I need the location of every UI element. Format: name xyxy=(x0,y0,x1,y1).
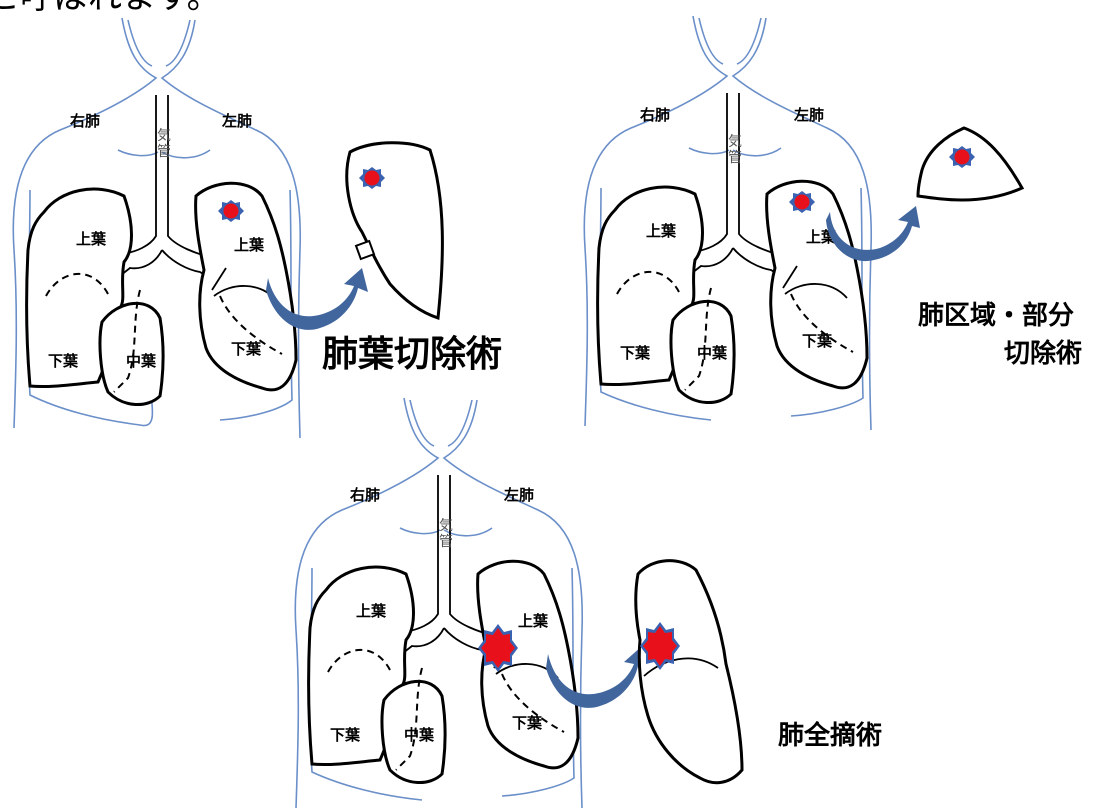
procedure-title: 肺葉切除術 xyxy=(322,334,502,375)
svg-text:右肺: 右肺 xyxy=(350,486,380,504)
svg-text:下葉: 下葉 xyxy=(802,332,833,350)
diagram-pneumonectomy: 気管 右肺 左肺 上葉 下葉 中葉 上葉 下葉 肺全摘術 xyxy=(295,398,882,808)
procedure-title-line2: 切除術 xyxy=(1004,338,1082,369)
svg-text:上葉: 上葉 xyxy=(646,222,677,240)
svg-text:中葉: 中葉 xyxy=(404,726,435,744)
procedure-title: 肺全摘術 xyxy=(778,720,882,751)
svg-text:下葉: 下葉 xyxy=(620,344,651,362)
svg-text:左肺: 左肺 xyxy=(793,106,824,124)
trachea-label: 気管 xyxy=(728,134,742,166)
svg-text:上葉: 上葉 xyxy=(356,602,387,620)
svg-text:下葉: 下葉 xyxy=(512,714,543,732)
resected-lobe xyxy=(347,143,443,318)
header-fragment: と呼ばれます。 xyxy=(0,0,221,17)
resected-lung xyxy=(636,561,742,783)
right-lung-label: 右肺 xyxy=(70,112,100,130)
left-upper-label: 上葉 xyxy=(234,236,265,254)
diagram-lobectomy: 気管 右肺 左肺 上葉 下葉 中葉 上葉 下葉 肺葉切除術 xyxy=(13,18,502,438)
svg-text:下葉: 下葉 xyxy=(330,726,361,744)
svg-text:左肺: 左肺 xyxy=(503,486,534,504)
svg-text:気管: 気管 xyxy=(439,518,453,550)
diagram-segmentectomy: 気管 右肺 左肺 上葉 下葉 中葉 上葉 下葉 肺区域・部分 切除術 xyxy=(584,16,1082,430)
right-upper-label: 上葉 xyxy=(76,230,107,248)
procedure-title-line1: 肺区域・部分 xyxy=(918,301,1074,331)
right-lower-label: 下葉 xyxy=(48,352,79,370)
svg-text:右肺: 右肺 xyxy=(640,106,670,124)
svg-text:上葉: 上葉 xyxy=(518,612,549,630)
trachea-label: 気管 xyxy=(157,128,171,160)
left-lower-label: 下葉 xyxy=(231,340,262,358)
svg-text:中葉: 中葉 xyxy=(697,344,728,362)
left-lung-label: 左肺 xyxy=(221,112,252,130)
right-middle-label: 中葉 xyxy=(126,352,157,370)
